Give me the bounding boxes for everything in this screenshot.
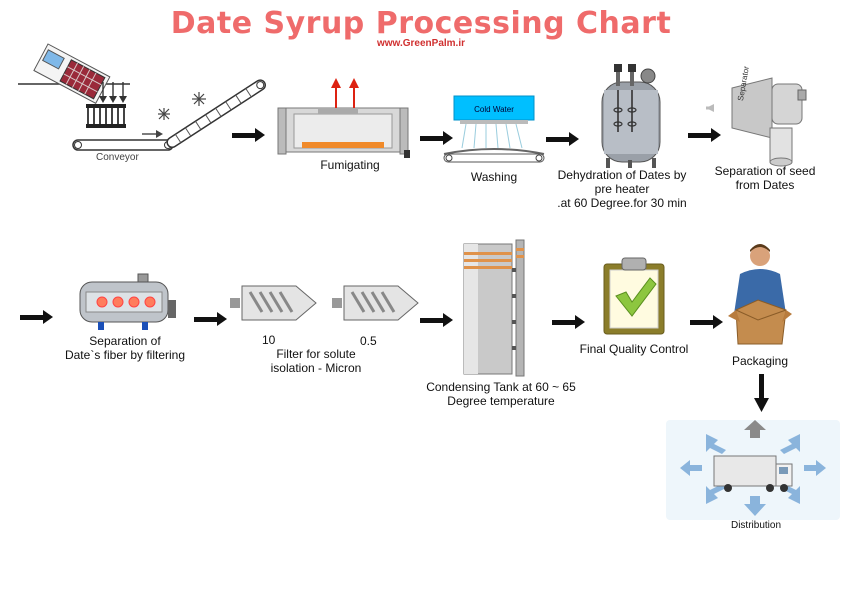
condensing-label: Condensing Tank at 60 ~ 65 Degree temper… — [418, 380, 584, 408]
conveyor-label: Conveyor — [96, 152, 139, 163]
washing-station-illustration — [443, 95, 545, 163]
flow-arrow-4 — [688, 128, 721, 142]
cold-water-label: Cold Water — [474, 105, 514, 114]
dehydration-line-1: Dehydration of Dates by — [557, 168, 687, 182]
filter-05-value: 0.5 — [360, 334, 377, 348]
truck-conveyor-illustration — [18, 43, 267, 151]
flow-arrow-down — [754, 374, 769, 412]
preheater-tank-illustration — [601, 64, 661, 168]
flow-arrow-2 — [420, 131, 453, 145]
distribution-illustration — [680, 420, 826, 516]
flow-arrow-1 — [232, 128, 265, 142]
dehydration-line-2: pre heater — [594, 182, 650, 196]
quality-clipboard-icon — [603, 257, 665, 335]
condensing-line-1: Condensing Tank at 60 ~ 65 — [426, 380, 576, 394]
quality-label: Final Quality Control — [579, 342, 689, 356]
flow-arrow-3 — [546, 132, 579, 146]
filter-10-value: 10 — [262, 333, 276, 347]
micron-filter-1-illustration — [230, 285, 317, 321]
dehydration-label: Dehydration of Dates by pre heater .at 6… — [548, 168, 696, 210]
separation-seed-label: Separation of seed from Dates — [702, 164, 828, 192]
dehydration-line-3: .at 60 Degree.for 30 min — [557, 196, 687, 210]
condensing-tank-illustration — [463, 239, 525, 377]
page-title: Date Syrup Processing Chart — [170, 6, 672, 41]
separation-fiber-line-2: Date`s fiber by filtering — [64, 348, 186, 362]
separation-seed-line-1: Separation of seed — [714, 164, 816, 178]
packaging-worker-illustration — [728, 244, 792, 345]
flow-arrow-7 — [420, 313, 453, 327]
fumigation-chamber-illustration — [277, 78, 410, 158]
micron-filter-2-illustration — [332, 285, 419, 321]
packaging-label: Packaging — [731, 354, 789, 368]
separation-fiber-line-1: Separation of — [89, 334, 161, 348]
flow-arrow-9 — [690, 315, 723, 329]
washing-label: Washing — [470, 170, 518, 184]
separation-seed-line-2: from Dates — [735, 178, 795, 192]
filter-label: Filter for solute isolation - Micron — [246, 347, 386, 375]
flow-arrow-8 — [552, 315, 585, 329]
fumigating-label: Fumigating — [320, 158, 380, 172]
flow-arrow-6 — [194, 312, 227, 326]
filter-line-2: isolation - Micron — [270, 361, 362, 375]
flow-arrow-5 — [20, 310, 53, 324]
fiber-filter-illustration — [79, 273, 176, 330]
filter-line-1: Filter for solute — [276, 347, 356, 361]
separation-fiber-label: Separation of Date`s fiber by filtering — [52, 334, 198, 362]
distribution-label: Distribution — [730, 520, 782, 531]
separator-machine-illustration — [706, 77, 807, 167]
website-url: www.GreenPalm.ir — [377, 38, 465, 49]
condensing-line-2: Degree temperature — [447, 394, 555, 408]
